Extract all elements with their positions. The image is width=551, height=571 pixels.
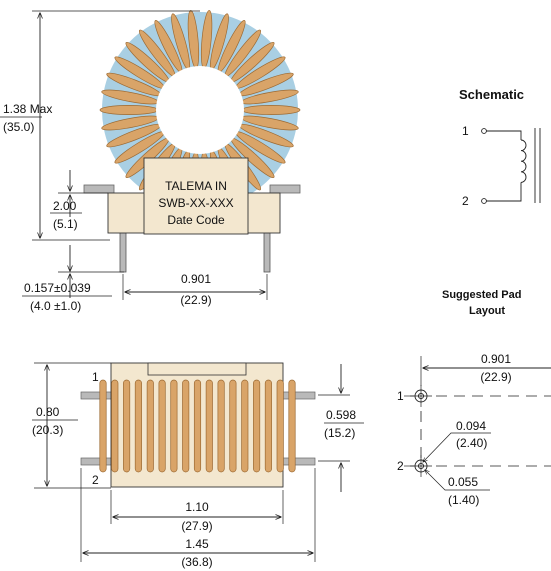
left-tab [83,184,115,194]
overall-width-mm: (36.8) [181,555,212,569]
side-winding-turn [229,379,237,473]
side-winding-turn [170,379,178,473]
schematic-terminal-1 [481,128,487,134]
side-winding-turn [264,379,272,473]
side-view: 1 2 0.80 (20.3) 0.598 (15.2) 1.10 (27.9)… [32,362,364,569]
body-width-mm: (27.9) [181,519,212,533]
side-lead-right-1 [282,391,316,400]
side-winding-turn [99,379,107,473]
pad-layout: Suggested Pad Layout 0.901 (22.9) 1 2 0.… [397,289,551,507]
toroid-hole [156,66,244,154]
side-pin-1-label: 1 [92,370,99,384]
side-winding-turn [276,379,284,473]
pad-pin-2-label: 2 [397,459,404,473]
side-winding-turn [205,379,213,473]
side-winding-turn [253,379,261,473]
top-pin-left [119,231,127,273]
pad-size-leader [425,470,490,491]
winding-turn [241,105,301,115]
top-view: TALEMA IN SWB-XX-XXX Date Code 1.38 Max … [0,10,301,313]
side-body-notch [147,362,247,376]
pad-size-label: 0.055 [448,475,478,489]
top-pin-right [263,231,271,273]
side-winding-turn [241,379,249,473]
label-line-1: TALEMA IN [165,179,227,193]
side-winding-turn [288,379,296,473]
winding-turn [99,105,159,115]
side-winding-turn [134,379,142,473]
pad-hole-leader [423,432,491,462]
label-block [143,157,249,235]
side-winding-turn [182,379,190,473]
body-width-label: 1.10 [185,500,209,514]
pad-spacing-label: 0.901 [481,352,511,366]
pad-layout-title-1: Suggested Pad [442,289,521,301]
side-windings [99,379,296,473]
lead-spacing-mm: (15.2) [324,426,355,440]
schematic-lead-2 [486,182,522,202]
base-height-mm: (5.1) [53,217,78,231]
side-pin-2-label: 2 [92,473,99,487]
depth-mm: (20.3) [32,423,63,437]
schematic-title: Schematic [459,87,524,102]
schematic: Schematic 1 2 [459,87,541,208]
pin-length-label: 0.157±0.039 [24,281,91,295]
pad-layout-title-2: Layout [469,305,505,317]
side-lead-left-2 [80,457,114,466]
pad-spacing-mm: (22.9) [480,370,511,384]
label-line-3: Date Code [167,213,225,227]
pad-hole-label: 0.094 [456,419,486,433]
pad-hole-mm: (2.40) [456,436,487,450]
side-lead-right-2 [282,457,316,466]
pin-length-mm: (4.0 ±1.0) [30,299,81,313]
side-winding-turn [217,379,225,473]
schematic-lead-1 [486,130,522,140]
side-winding-turn [158,379,166,473]
pad-pin-1-label: 1 [397,389,404,403]
height-max-label: 1.38 Max [3,102,52,116]
side-winding-turn [123,379,131,473]
height-max-mm: (35.0) [3,120,34,134]
pin-spacing-mm: (22.9) [180,293,211,307]
side-lead-left-1 [80,391,114,400]
lead-spacing-label: 0.598 [326,408,356,422]
pad-size-mm: (1.40) [448,493,479,507]
depth-label: 0.80 [36,405,60,419]
base-height-label: 2.00 [53,199,77,213]
side-winding-turn [111,379,119,473]
schematic-coil [520,139,527,183]
side-winding-turn [146,379,154,473]
schematic-terminal-2 [481,198,487,204]
pin-spacing-label: 0.901 [181,272,211,286]
schematic-pin-2: 2 [462,194,469,208]
schematic-pin-1: 1 [462,124,469,138]
right-tab [269,184,301,194]
side-winding-turn [193,379,202,473]
label-line-2: SWB-XX-XXX [158,196,233,210]
overall-width-label: 1.45 [185,537,209,551]
